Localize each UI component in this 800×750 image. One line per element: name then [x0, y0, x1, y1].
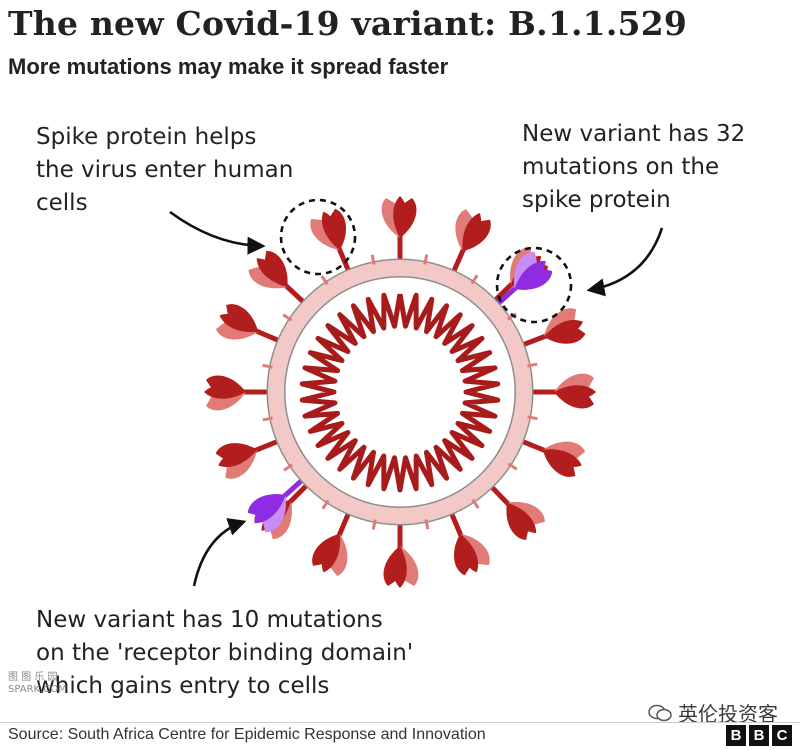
spike-protein-annotation: Spike protein helps the virus enter huma… — [36, 124, 294, 216]
membrane-protein-tick — [282, 313, 293, 322]
page-subtitle: More mutations may make it spread faster — [8, 54, 449, 79]
spike-protein — [381, 196, 417, 268]
membrane-protein-tick — [527, 362, 538, 368]
virus-membrane — [262, 254, 538, 530]
spike-protein — [310, 208, 354, 279]
spike-mutations-annotation: New variant has 32 mutations on the spik… — [522, 121, 746, 213]
rbd-annotation-arrow — [192, 518, 247, 587]
spike-protein — [514, 436, 586, 477]
spike-protein — [514, 308, 586, 350]
membrane-protein-tick — [283, 463, 294, 472]
watermark-left-line1: 图 图 乐 园 — [8, 672, 58, 683]
spike-highlight-circle — [279, 198, 357, 276]
membrane-protein-tick — [321, 499, 330, 510]
membrane-proteins — [262, 254, 538, 530]
rna-strand — [299, 292, 501, 493]
page-title: The new Covid-19 variant: B.1.1.529 — [8, 4, 688, 43]
spike-annotation-arrow — [169, 210, 266, 255]
membrane-protein-tick — [507, 462, 518, 471]
footer-divider — [0, 722, 800, 723]
spike-protein — [312, 505, 354, 577]
mutation-annotation-arrow — [586, 227, 664, 297]
mutated-spike-protein — [247, 473, 310, 533]
membrane-protein-tick — [423, 254, 429, 265]
membrane-protein-tick — [370, 254, 376, 265]
spike-proteins — [204, 196, 596, 588]
watermark-left: 图 图 乐 园 SPARK.COM — [8, 672, 67, 696]
spike-protein — [215, 304, 287, 346]
membrane-protein-tick — [506, 312, 517, 321]
mutated-spike-protein — [490, 251, 553, 311]
mutation-highlight-circle — [495, 246, 573, 324]
spike-protein — [524, 373, 596, 409]
spike-protein — [484, 479, 545, 540]
membrane-protein-tick — [471, 498, 480, 509]
bbc-logo-letter: C — [772, 725, 792, 746]
spike-protein — [383, 516, 419, 588]
bbc-logo: B B C — [726, 725, 792, 746]
membrane-protein-tick — [470, 274, 479, 285]
watermark-left-line2: SPARK.COM — [8, 684, 67, 695]
source-credit: Source: South Africa Centre for Epidemic… — [8, 726, 486, 743]
membrane-protein-tick — [320, 275, 329, 286]
spike-protein — [448, 209, 491, 280]
membrane-protein-tick — [424, 519, 430, 530]
membrane-protein-tick — [371, 519, 377, 530]
membrane-protein-tick — [262, 416, 273, 422]
spike-protein — [204, 375, 276, 411]
membrane-protein-tick — [527, 415, 538, 421]
rbd-mutations-annotation: New variant has 10 mutations on the 'rec… — [36, 607, 414, 699]
bbc-logo-letter: B — [749, 725, 769, 746]
wechat-icon — [648, 704, 672, 721]
bbc-logo-letter: B — [726, 725, 746, 746]
membrane-protein-tick — [262, 363, 273, 369]
